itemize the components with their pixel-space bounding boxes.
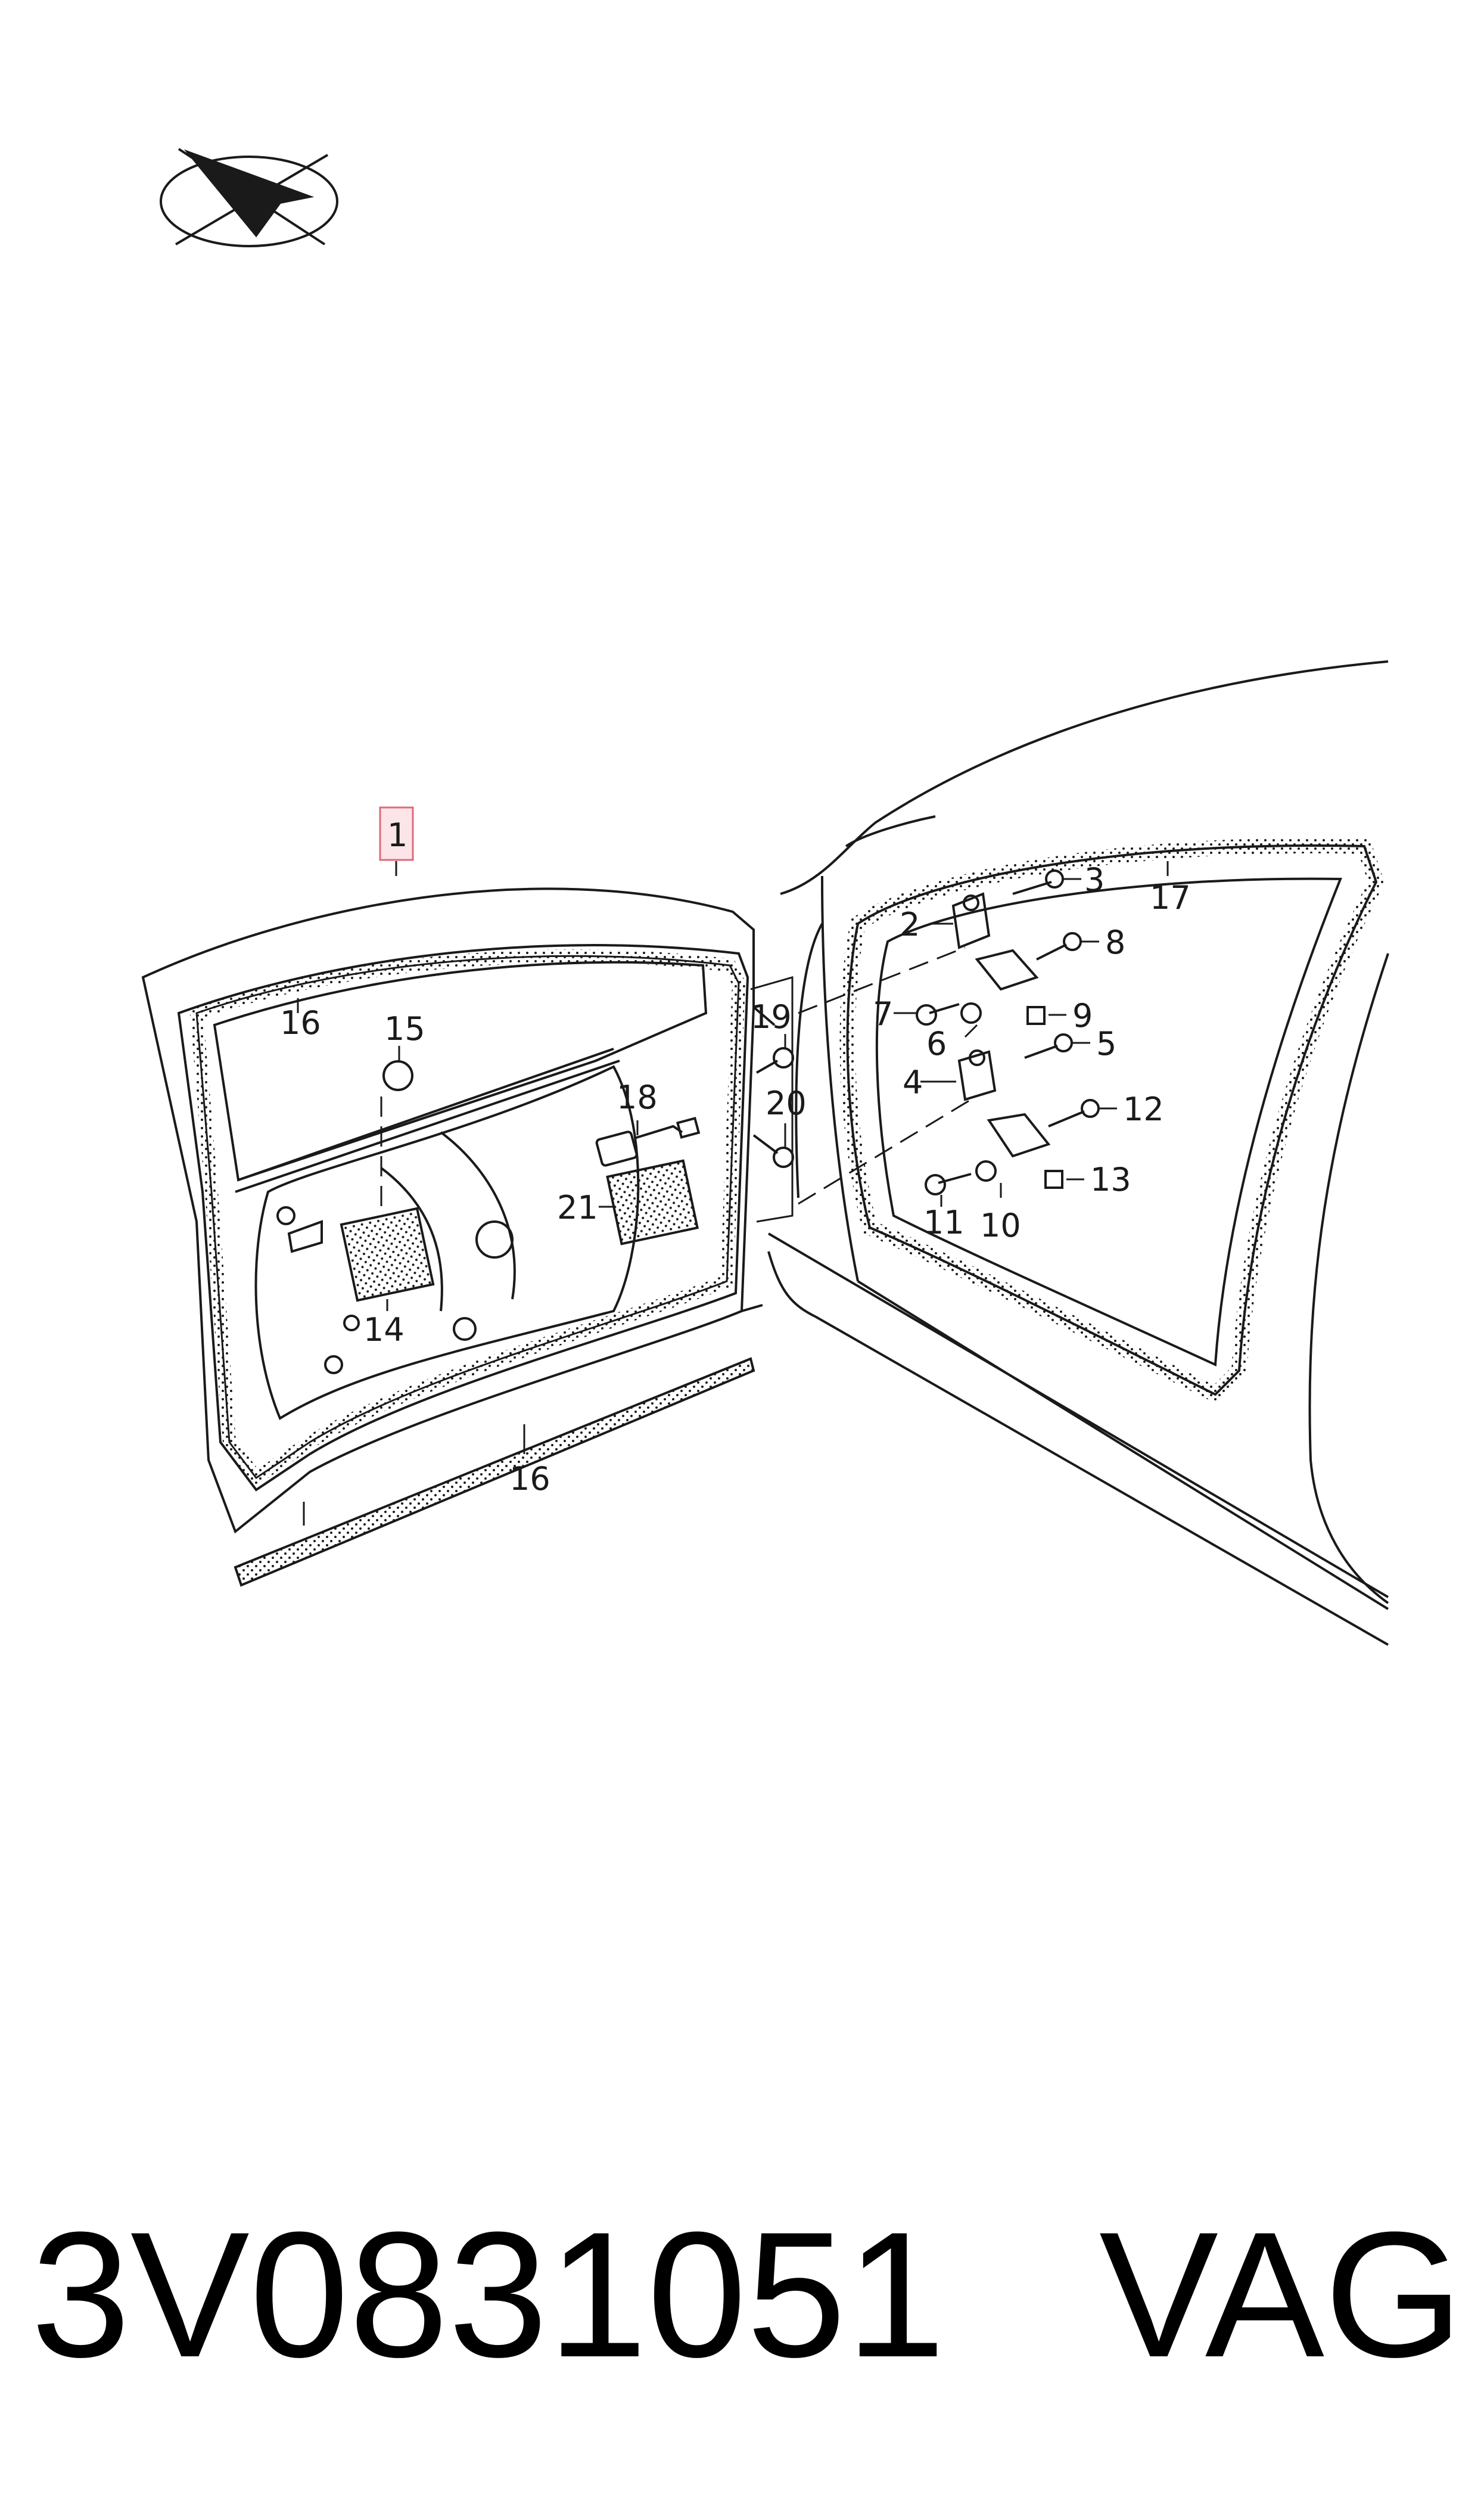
bolt-5 (1024, 1033, 1073, 1059)
bolt-12 (1048, 1099, 1100, 1128)
bolt-20 (752, 1134, 794, 1168)
callout-12[interactable]: 12 (1123, 1091, 1164, 1128)
callout-14[interactable]: 14 (363, 1311, 405, 1349)
callout-3[interactable]: 3 (1084, 861, 1105, 899)
callout-16-sill[interactable]: 16 (509, 1460, 550, 1498)
bolt-11 (925, 1173, 972, 1195)
callout-2[interactable]: 2 (900, 906, 920, 943)
hinge-upper-6 (960, 949, 1039, 1024)
highlight-box-1 (379, 806, 414, 861)
callout-15[interactable]: 15 (384, 1010, 425, 1048)
bolt-8 (1036, 932, 1082, 961)
damping-pad-14 (340, 1207, 435, 1302)
callout-11[interactable]: 11 (923, 1204, 965, 1241)
car-body (767, 660, 1389, 1646)
assembly-lines (380, 946, 972, 1210)
callout-17[interactable]: 17 (1150, 879, 1191, 917)
bolt-7 (916, 1003, 960, 1026)
bolt-19 (756, 1047, 794, 1074)
part-number: 3V0831051 (31, 2194, 945, 2394)
callout-7[interactable]: 7 (873, 995, 893, 1033)
brand-name: VAG (1099, 2194, 1464, 2394)
sill-seal-16 (234, 1357, 755, 1587)
leader-lines (297, 861, 1169, 1526)
callout-21[interactable]: 21 (557, 1189, 598, 1226)
callout-18[interactable]: 18 (617, 1079, 658, 1116)
hinge-lower-4 (957, 1049, 997, 1101)
callout-1[interactable]: 1 (387, 816, 407, 854)
paper-plane-oval-icon (160, 148, 338, 247)
cap-9 (1026, 1006, 1046, 1025)
connector-18 (595, 1117, 701, 1167)
callout-4[interactable]: 4 (903, 1064, 923, 1101)
hinge-lower-10 (975, 1113, 1051, 1182)
callout-13[interactable]: 13 (1090, 1161, 1131, 1198)
callout-16-window[interactable]: 16 (280, 1004, 321, 1042)
damping-pad-21 (606, 1159, 699, 1245)
cap-13 (1044, 1170, 1063, 1189)
callout-9[interactable]: 9 (1072, 997, 1093, 1035)
callout-8[interactable]: 8 (1105, 924, 1125, 961)
callout-5[interactable]: 5 (1096, 1025, 1116, 1063)
callout-19[interactable]: 19 (751, 998, 792, 1036)
callout-10[interactable]: 10 (980, 1207, 1021, 1244)
callout-20[interactable]: 20 (766, 1085, 807, 1122)
hinge-upper-2 (951, 892, 991, 949)
bolt-3 (1012, 869, 1064, 895)
plug-15 (382, 1060, 413, 1091)
callout-6[interactable]: 6 (926, 1025, 947, 1063)
